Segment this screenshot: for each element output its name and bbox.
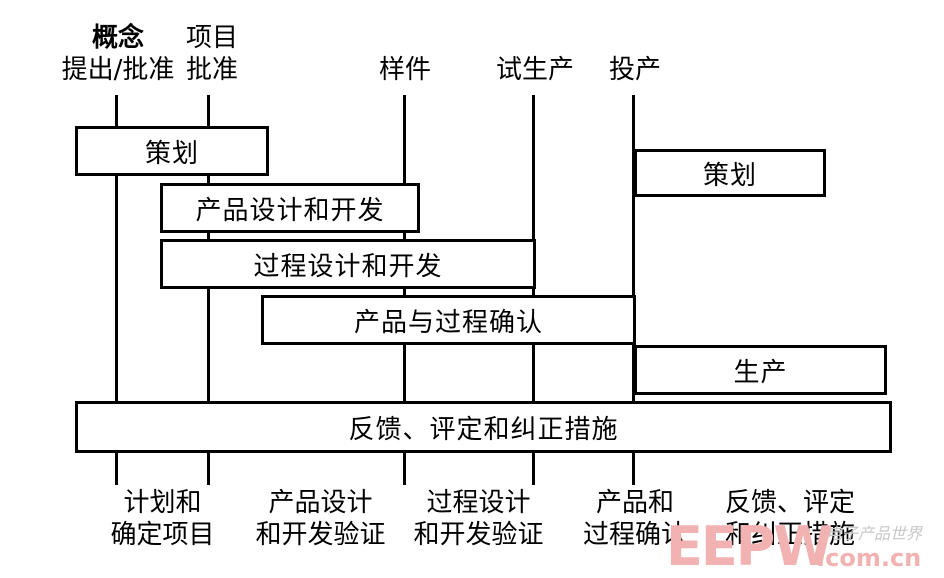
- milestone-label-project: 项目 批准: [172, 22, 252, 86]
- phase-product-verify-line2: 和开发验证: [255, 520, 386, 550]
- box-planning-2: 策划: [634, 149, 826, 197]
- milestone-line-project: [207, 95, 210, 485]
- milestone-line-pilot: [532, 95, 535, 485]
- phase-plan-line1: 计划和: [123, 488, 202, 518]
- box-validation: 产品与过程确认: [261, 295, 636, 345]
- milestone-pilot-text: 试生产: [495, 55, 574, 85]
- milestone-project-line1: 项目: [185, 23, 238, 53]
- milestone-label-prototype: 样件: [360, 54, 450, 86]
- milestone-label-launch: 投产: [595, 54, 675, 86]
- phase-label-product-verify: 产品设计 和开发验证: [238, 487, 403, 551]
- watermark-domain: .com.cn: [816, 544, 922, 572]
- milestone-concept-line1: 概念: [91, 23, 144, 53]
- milestone-prototype-text: 样件: [378, 55, 431, 85]
- phase-process-verify-line2: 和开发验证: [413, 520, 544, 550]
- phase-label-feedback: 反馈、评定 和纠正措施: [705, 487, 875, 551]
- box-process-design: 过程设计和开发: [160, 239, 536, 289]
- milestone-concept-line2: 提出/批准: [61, 55, 175, 85]
- phase-product-verify-line1: 产品设计: [268, 488, 373, 518]
- milestone-label-concept: 概念 提出/批准: [48, 22, 188, 86]
- box-planning-1: 策划: [75, 126, 269, 176]
- phase-label-plan: 计划和 确定项目: [90, 487, 235, 551]
- watermark-cn-text: 电子产品世界: [826, 524, 923, 543]
- box-production: 生产: [634, 345, 887, 395]
- phase-plan-line2: 确定项目: [110, 520, 215, 550]
- phase-label-process-verify: 过程设计 和开发验证: [396, 487, 561, 551]
- phase-validation-line1: 产品和: [595, 488, 674, 518]
- milestone-label-pilot: 试生产: [485, 54, 585, 86]
- phase-process-verify-line1: 过程设计: [426, 488, 531, 518]
- phase-feedback-line2: 和纠正措施: [724, 520, 855, 550]
- milestone-launch-text: 投产: [608, 55, 661, 85]
- milestone-line-concept: [115, 95, 118, 485]
- box-feedback: 反馈、评定和纠正措施: [75, 401, 892, 453]
- watermark-logo: EEPW: [666, 515, 833, 578]
- milestone-project-line2: 批准: [185, 55, 238, 85]
- milestone-line-prototype: [403, 95, 406, 485]
- milestone-line-launch: [632, 95, 635, 485]
- phase-feedback-line1: 反馈、评定: [724, 488, 855, 518]
- phase-label-validation: 产品和 过程确认: [560, 487, 710, 551]
- phase-validation-line2: 过程确认: [582, 520, 687, 550]
- watermark: EEPW 电子产品世界 .com.cn: [666, 514, 936, 574]
- box-product-design: 产品设计和开发: [160, 183, 420, 233]
